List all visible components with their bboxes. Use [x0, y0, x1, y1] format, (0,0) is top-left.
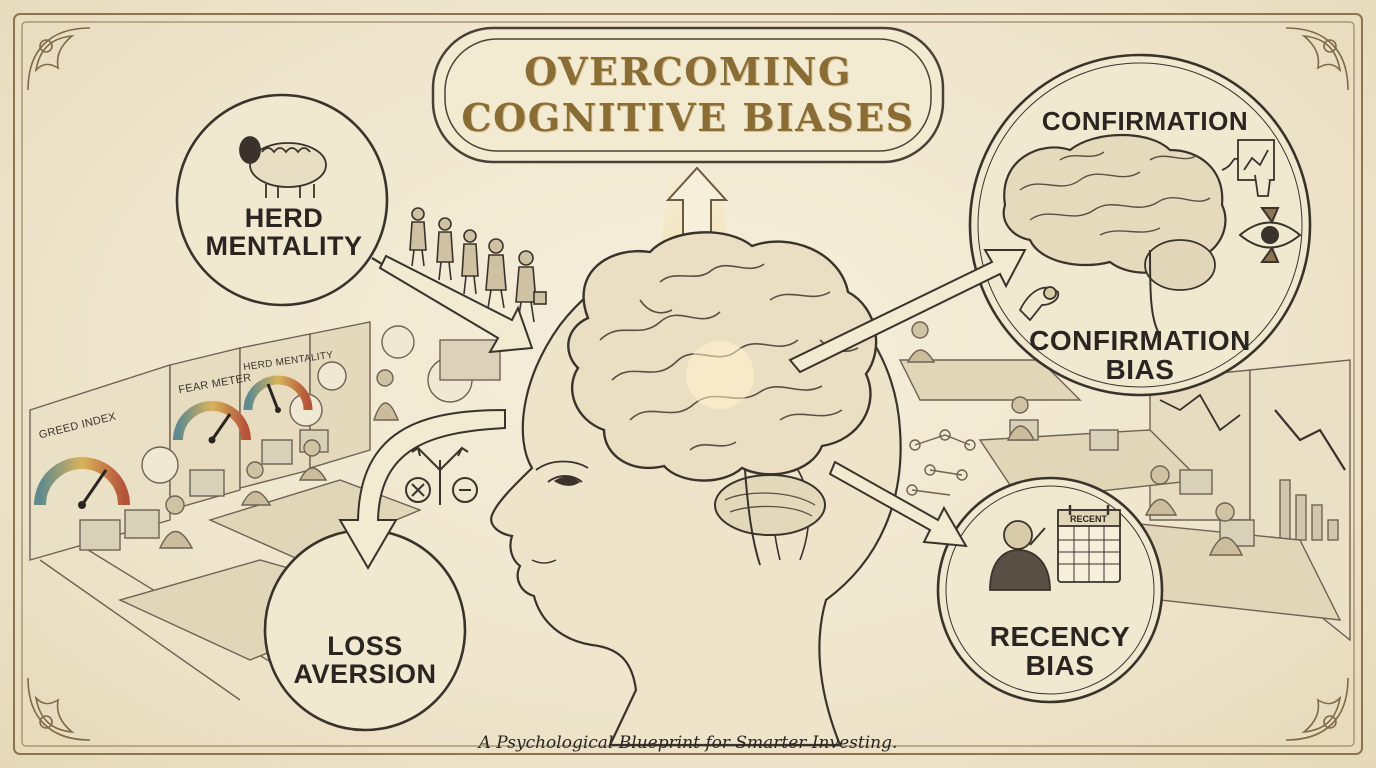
herd-label-line-1: HERD [244, 203, 324, 233]
recency-label-line-1: RECENCY [989, 621, 1131, 652]
recency-bias-label: RECENCY BIAS [975, 622, 1145, 681]
investor-figure-icon [989, 520, 1051, 591]
title-line-2: COGNITIVE BIASES [461, 95, 915, 140]
herd-figures-icon [409, 207, 547, 323]
herd-label-line-2: MENTALITY [205, 231, 363, 262]
eye-icon [1238, 207, 1302, 263]
hand-icon [1018, 286, 1060, 322]
confirmation-bias-label: CONFIRMATION BIAS [1020, 326, 1260, 385]
title-line-1: OVERCOMING [524, 49, 852, 95]
gauge-herd-mentality [243, 375, 313, 413]
corner-flourish-bottom-right [1285, 677, 1349, 741]
gauge-greed-index [34, 457, 130, 509]
decision-fork-icon [405, 446, 478, 505]
corner-flourish-top-left [27, 27, 91, 91]
sheep-icon [239, 136, 327, 198]
loss-label-line-1: LOSS [327, 631, 403, 661]
herd-mentality-label: HERD MENTALITY [186, 204, 382, 261]
subtitle: A Psychological Blueprint for Smarter In… [478, 733, 898, 753]
title-banner-text: OVERCOMING COGNITIVE BIASES [433, 28, 943, 162]
gauge-fear-meter [173, 401, 251, 444]
loss-aversion-label: LOSS AVERSION [280, 632, 450, 689]
confirmation-bias-bubble [968, 53, 1312, 397]
calendar-icon [1057, 505, 1121, 583]
corner-flourish-bottom-left [27, 677, 91, 741]
confirmation-label-line-2: BIAS [1105, 354, 1175, 386]
corner-flourish-top-right [1285, 27, 1349, 91]
arrow-herd-to-brain [378, 254, 534, 354]
arrow-brain-to-confirmation [788, 249, 1027, 374]
arrow-brain-to-recency [828, 460, 968, 548]
title-banner [431, 26, 945, 164]
calendar-label: RECENT [1070, 514, 1108, 524]
loss-label-line-2: AVERSION [293, 659, 437, 690]
confirmation-label-line-1: CONFIRMATION [1029, 325, 1251, 356]
arrow-loss-aversion [338, 408, 506, 570]
confirmation-header-label: CONFIRMATION [1041, 106, 1249, 136]
touch-chart-icon [1221, 139, 1275, 197]
brain-illustration [550, 231, 890, 566]
recency-label-line-2: BIAS [1025, 650, 1095, 682]
